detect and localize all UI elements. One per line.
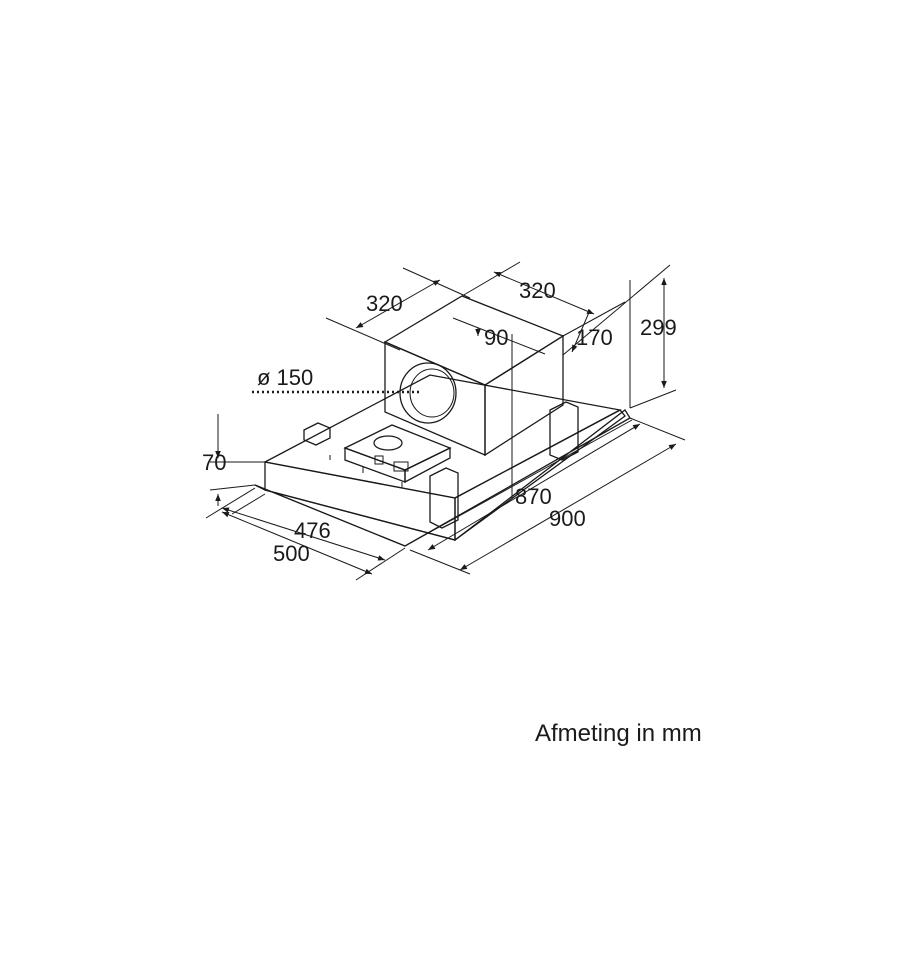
box-side-face [484,334,564,457]
box-top-face [383,295,565,386]
label-total-height: 299 [640,315,677,340]
label-offset-side: 170 [576,325,613,350]
label-outer-width: 900 [549,506,586,531]
label-panel-height: 70 [202,450,226,475]
duct-outlet-outer [399,362,457,424]
label-duct-diameter: ø 150 [257,365,313,390]
duct-outlet-inner [409,368,455,418]
dimension-lines [205,261,686,581]
label-inner-width: 870 [515,484,552,509]
label-outer-depth: 500 [273,541,310,566]
label-inner-depth: 476 [294,518,331,543]
label-box-width: 320 [519,278,556,303]
switch-icon [393,461,409,472]
bracket-left [303,422,331,446]
connector-icon [374,455,384,465]
label-offset-front: 90 [484,325,508,350]
units-caption: Afmeting in mm [535,720,702,747]
control-module [329,424,452,488]
motor-box [383,295,565,457]
control-knob-icon [373,435,403,451]
mounting-brackets [303,401,579,529]
label-box-depth: 320 [366,291,403,316]
